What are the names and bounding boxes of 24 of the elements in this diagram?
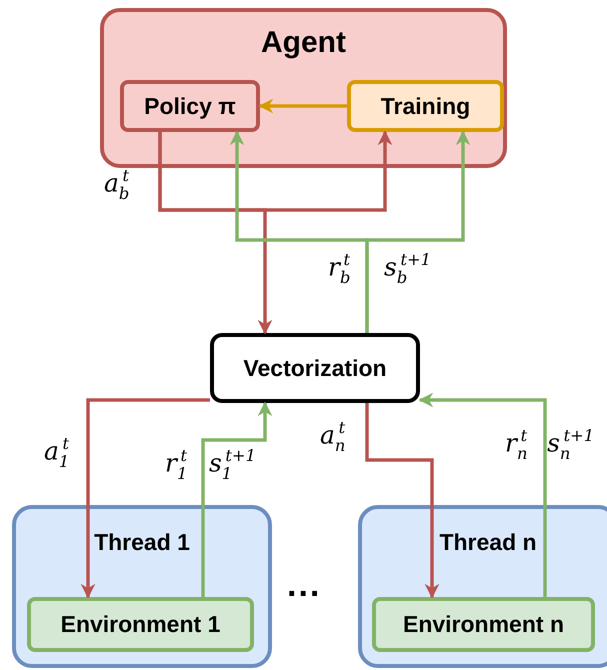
training-box [347,80,504,132]
connector-arrow [418,392,547,597]
thread-panel [12,505,272,668]
connector-arrow [365,130,470,333]
policy-box [120,80,260,132]
ellipsis: ... [287,566,322,605]
node-label: Thread 1 [93,529,191,556]
connector-arrow [201,402,272,597]
connector-arrow [158,130,392,212]
environment-box [372,597,595,652]
node-label: Environment 1 [60,611,222,638]
vectorization-box [210,333,420,403]
node-label: Training [380,92,472,120]
connector-arrow [80,398,210,598]
connector-arrow [258,98,347,114]
connector-arrow [365,403,440,598]
node-label: Thread n [438,529,538,556]
node-label: Environment n [402,611,565,638]
agent-panel [100,8,507,168]
node-label: Policy π [143,92,237,120]
environment-box [27,597,254,652]
node-label: Agent [260,26,347,60]
node-label: Vectorization [242,354,388,382]
thread-panel [358,505,607,668]
